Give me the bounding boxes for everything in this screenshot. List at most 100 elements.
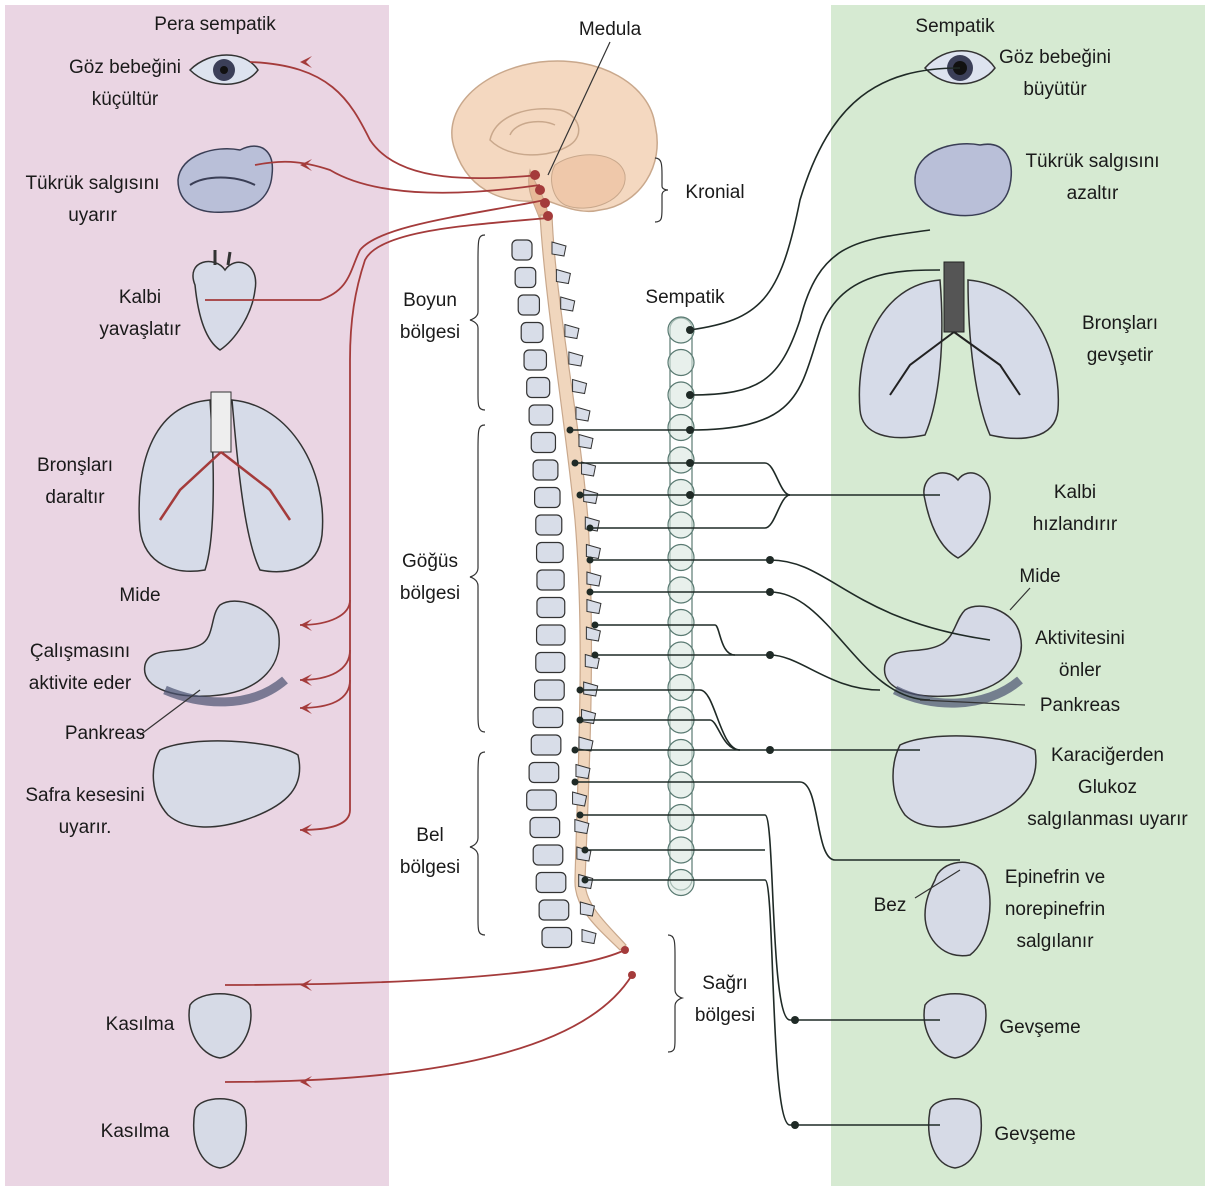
vertebra-process (561, 297, 575, 311)
vertebra (542, 928, 572, 948)
vertebra-process (565, 325, 579, 339)
vertebra (531, 735, 561, 755)
vertebra-process (580, 902, 594, 916)
medulla-label: Medula (560, 14, 660, 46)
vertebra-process (573, 380, 587, 394)
vertebra (529, 405, 553, 425)
symp-salivary-line-1: Tükrük salgısını (1010, 146, 1175, 178)
chain-ganglion (668, 610, 694, 636)
symp-lungs-line-1: Bronşları (1060, 308, 1180, 340)
symp-liver-line-1: Karaciğerden (1010, 740, 1205, 772)
symp-lungs-label: Bronşları gevşetir (1060, 308, 1180, 372)
chain-ganglion (668, 512, 694, 538)
vertebra (527, 790, 557, 810)
para-stomach-line-1: Çalışmasını (5, 636, 155, 668)
para-gallbladder-label: Safra kesesini uyarır. (5, 780, 165, 844)
vertebra-process (582, 462, 596, 476)
para-gallbladder-line-2: uyarır. (5, 812, 165, 844)
vertebra (535, 488, 560, 508)
para-salivary-line-2: uyarır (5, 200, 180, 232)
salivary-gland-icon-right (915, 144, 1011, 216)
vertebra (536, 873, 566, 893)
symp-eye-label: Göz bebeğini büyütür (985, 42, 1125, 106)
chain-ganglion (668, 545, 694, 571)
vertebra (539, 900, 569, 920)
vertebra-process (587, 600, 601, 614)
chain-ganglion (668, 772, 694, 798)
symp-salivary-label: Tükrük salgısını azaltır (1010, 146, 1175, 210)
region-thoracic-label: Göğüs bölgesi (385, 546, 475, 610)
symp-adrenal-line-1: Epinefrin ve (985, 862, 1125, 894)
chain-ganglion (668, 805, 694, 831)
region-thoracic-line-1: Göğüs (385, 546, 475, 578)
vertebra (533, 845, 563, 865)
region-sacral-line-1: Sağrı (680, 968, 770, 1000)
vertebra-process (569, 352, 583, 366)
vertebra (537, 543, 564, 563)
symp-stomach-line-1: Aktivitesini (1020, 623, 1140, 655)
para-salivary-line-1: Tükrük salgısını (5, 168, 180, 200)
symp-bladder-label: Gevşeme (985, 1012, 1095, 1044)
para-bladder-label: Kasılma (90, 1009, 190, 1041)
region-lumbar-line-2: bölgesi (385, 852, 475, 884)
vertebra (518, 295, 539, 315)
vertebra-process (586, 545, 600, 559)
para-gallbladder-line-1: Safra kesesini (5, 780, 165, 812)
symp-liver-line-2: Glukoz (1010, 772, 1205, 804)
brain (452, 61, 657, 220)
vertebra (537, 570, 564, 590)
symp-lungs-line-2: gevşetir (1060, 340, 1180, 372)
symp-liver-line-3: salgılanması uyarır (1010, 804, 1205, 836)
vertebra (515, 268, 536, 288)
vertebra (533, 708, 563, 728)
chain-ganglion (668, 870, 694, 896)
para-heart-label: Kalbi yavaşlatır (70, 282, 210, 346)
symp-salivary-line-2: azaltır (1010, 178, 1175, 210)
para-lungs-line-1: Bronşları (10, 450, 140, 482)
vertebra-process (587, 572, 601, 586)
para-lungs-line-2: daraltır (10, 482, 140, 514)
symp-stomach-label: Aktivitesini önler (1020, 623, 1140, 687)
vertebra-process (552, 242, 566, 256)
region-thoracic-line-2: bölgesi (385, 578, 475, 610)
para-genitals-label: Kasılma (85, 1116, 185, 1148)
region-cervical-line-1: Boyun (385, 285, 475, 317)
region-lumbar-line-1: Bel (385, 820, 475, 852)
para-stomach-line-2: aktivite eder (5, 668, 155, 700)
para-eye-line-1: Göz bebeğini (40, 52, 210, 84)
vertebra (537, 598, 565, 618)
region-cervical-line-2: bölgesi (385, 317, 475, 349)
symp-heart-line-1: Kalbi (1010, 477, 1140, 509)
symp-adrenal-line-2: norepinefrin (985, 894, 1125, 926)
para-stomach-title: Mide (100, 580, 180, 612)
region-cranial-label: Kronial (670, 177, 760, 209)
vertebra-process (576, 407, 590, 421)
region-lumbar-label: Bel bölgesi (385, 820, 475, 884)
para-eye-line-2: küçültür (40, 84, 210, 116)
vertebra (536, 515, 562, 535)
region-cervical-label: Boyun bölgesi (385, 285, 475, 349)
vertebra (535, 680, 565, 700)
para-heart-line-1: Kalbi (70, 282, 210, 314)
symp-heart-line-2: hızlandırır (1010, 509, 1140, 541)
para-stomach-label: Çalışmasını aktivite eder (5, 636, 155, 700)
vertebra (512, 240, 532, 260)
vertebra-process (582, 710, 596, 724)
vertebra (533, 460, 558, 480)
symp-pancreas-label: Pankreas (1020, 690, 1140, 722)
sympathetic-header: Sempatik (890, 11, 1020, 43)
vertebra-process (584, 682, 598, 696)
symp-genitals-label: Gevşeme (980, 1119, 1090, 1151)
vertebra-process (579, 435, 593, 449)
symp-gland-label: Bez (860, 890, 920, 922)
chain-ganglion (668, 350, 694, 376)
symp-liver-label: Karaciğerden Glukoz salgılanması uyarır (1010, 740, 1205, 836)
symp-adrenal-label: Epinefrin ve norepinefrin salgılanır (985, 862, 1125, 958)
symp-heart-label: Kalbi hızlandırır (1010, 477, 1140, 541)
vertebra (536, 653, 565, 673)
vertebra (531, 433, 555, 453)
para-lungs-label: Bronşları daraltır (10, 450, 140, 514)
vertebra-process (582, 930, 596, 944)
vertebra (524, 350, 546, 370)
para-pancreas-label: Pankreas (45, 718, 165, 750)
